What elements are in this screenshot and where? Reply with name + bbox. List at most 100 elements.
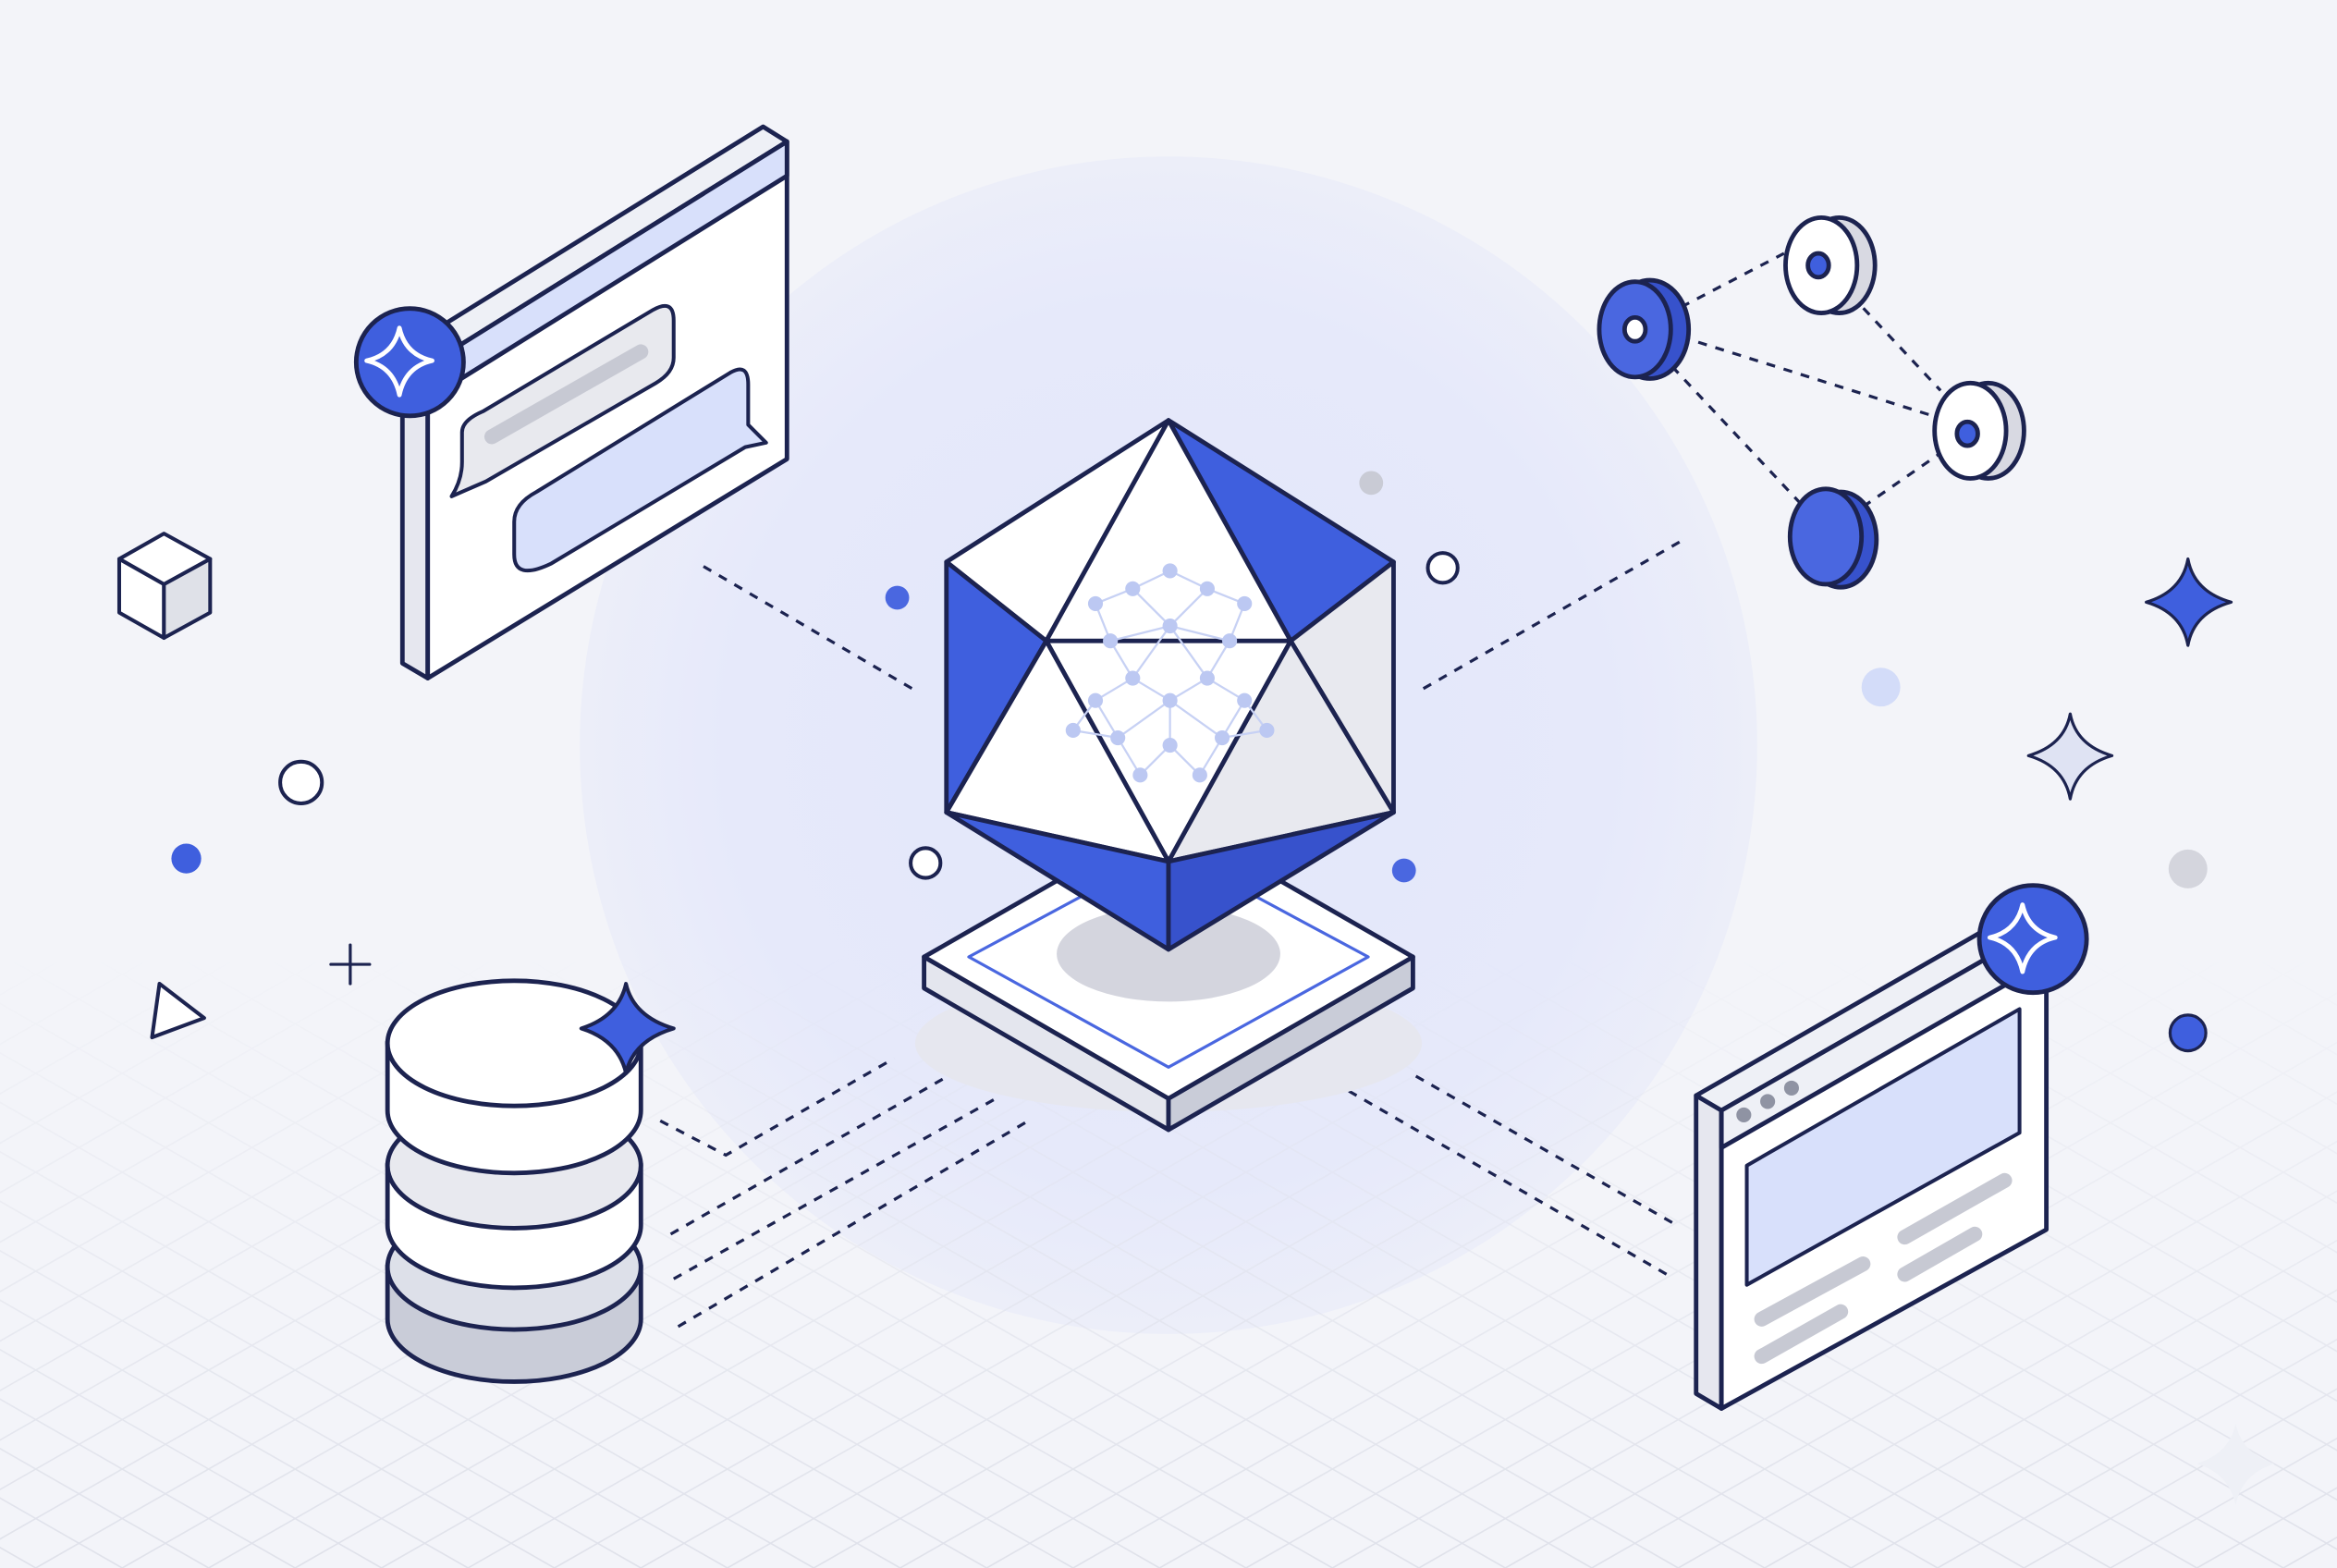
- grid-line: [1555, 953, 2337, 1403]
- dot-right-faint: [1861, 668, 1901, 707]
- grid-line: [605, 953, 1679, 1568]
- neural-edge: [1109, 625, 1170, 643]
- neural-node: [1162, 563, 1178, 579]
- neural-node: [1065, 722, 1081, 739]
- chat-window-icon: [399, 124, 789, 680]
- browser-content-lines: [1754, 1172, 2013, 1365]
- grid-line: [554, 953, 1628, 1568]
- database-icon: [385, 978, 643, 1384]
- sparkle-outline-icon: [2026, 712, 2114, 801]
- neural-node: [1162, 619, 1178, 634]
- grid-line: [2110, 1437, 2337, 1568]
- neural-node: [1087, 595, 1104, 611]
- grid-line: [1901, 953, 2337, 1205]
- triangle-icon: [150, 982, 206, 1040]
- connector-browser-2: [1414, 1074, 1678, 1227]
- neural-node: [1103, 633, 1119, 649]
- neural-edge: [1072, 729, 1119, 740]
- grid-line: [0, 1101, 814, 1568]
- browser-window-dots: [1736, 1080, 1799, 1122]
- grid-line: [518, 953, 1593, 1568]
- neural-node: [1237, 692, 1253, 708]
- connector-lines: [659, 539, 1682, 1329]
- neural-node: [1162, 738, 1178, 753]
- grid-line: [1591, 1140, 2337, 1568]
- neural-node: [1237, 595, 1253, 611]
- neural-node: [1214, 729, 1230, 746]
- grid-line: [0, 953, 850, 1441]
- browser-sparkle-badge: [1976, 883, 2089, 996]
- cube-icon: [116, 532, 213, 641]
- grid-line: [0, 953, 764, 1392]
- grid-line: [0, 1299, 469, 1568]
- dot-center-right-gray: [1359, 471, 1384, 496]
- grid-line: [0, 953, 505, 1243]
- node-graph-icon: [1597, 214, 2026, 590]
- chat-sparkle-badge: [353, 306, 466, 419]
- dot-left: [171, 843, 202, 874]
- central-platform: [914, 815, 1423, 1133]
- grid-line: [0, 953, 72, 996]
- neural-edge: [1168, 699, 1223, 739]
- grid-line: [0, 1200, 642, 1568]
- neural-node: [1125, 670, 1141, 686]
- neural-edge: [1132, 588, 1171, 627]
- sparkle-faint-icon: [2196, 1423, 2275, 1506]
- neural-node: [1125, 581, 1141, 596]
- grid-line: [0, 1447, 210, 1568]
- grid-line: [2074, 953, 2337, 1106]
- sparkle-icon: [2145, 557, 2233, 647]
- plus-icon: [329, 943, 372, 986]
- connector-chat: [703, 565, 913, 691]
- grid-line: [1764, 1239, 2337, 1568]
- browser-window-icon: [1694, 907, 2049, 1411]
- grid-line: [691, 953, 1766, 1568]
- neural-edge: [1117, 699, 1171, 739]
- grid-line: [1469, 953, 2337, 1452]
- connector-database-3: [672, 1096, 999, 1280]
- grid-line: [0, 1348, 383, 1568]
- connector-browser-1: [1348, 1089, 1670, 1278]
- grid-line: [1504, 1091, 2337, 1568]
- neural-node: [1110, 729, 1126, 746]
- neural-edge: [1132, 625, 1171, 680]
- neural-node: [1199, 670, 1215, 686]
- neural-node: [1199, 581, 1215, 596]
- grid-line: [0, 953, 332, 1145]
- grid-line: [0, 1051, 901, 1568]
- neural-node: [1192, 767, 1207, 783]
- grid-line: [1988, 953, 2337, 1155]
- grid-line: [172, 953, 1247, 1568]
- ring-dot-center-left: [909, 846, 943, 880]
- connector-database-4: [677, 1119, 1030, 1329]
- grid-line: [2282, 1536, 2337, 1568]
- grid-line: [0, 1249, 556, 1568]
- neural-node: [1222, 633, 1238, 649]
- dot-right-gray: [2168, 849, 2208, 888]
- grid-line: [1937, 1338, 2337, 1568]
- grid-line: [0, 1150, 728, 1568]
- neural-node: [1087, 692, 1104, 708]
- neural-node: [1132, 767, 1148, 783]
- grid-line: [0, 1398, 296, 1568]
- icosahedron-icon: [944, 418, 1396, 952]
- database-sparkle-icon: [579, 982, 676, 1075]
- ring-dot-left: [278, 759, 324, 805]
- dot-center-right: [1391, 858, 1416, 883]
- grid-line: [640, 953, 1715, 1568]
- neural-node: [1259, 722, 1275, 739]
- neural-node: [1162, 692, 1178, 708]
- connector-database-1: [659, 1057, 896, 1158]
- grid-line: [0, 953, 245, 1096]
- neural-edge: [1169, 625, 1230, 643]
- neural-edge: [1168, 588, 1208, 627]
- neural-edge: [1221, 729, 1267, 740]
- connector-network: [1422, 539, 1682, 691]
- grid-line: [1851, 1289, 2337, 1568]
- neural-network-pattern: [1065, 563, 1275, 783]
- ring-dot-center-right: [1425, 551, 1460, 585]
- dot-center-left: [885, 585, 910, 610]
- grid-line: [727, 953, 1801, 1568]
- dot-right: [2168, 1013, 2208, 1053]
